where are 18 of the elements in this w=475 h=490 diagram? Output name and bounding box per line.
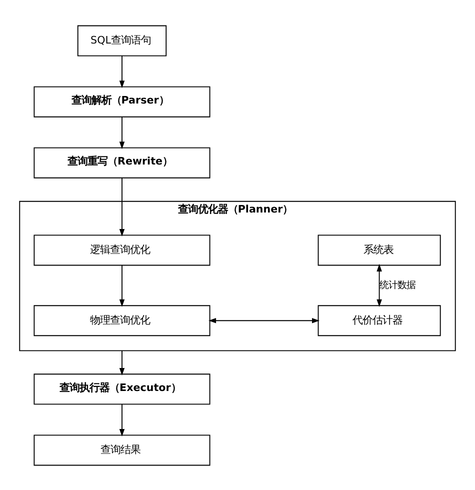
arrow [376,263,382,306]
arrow [208,318,320,323]
arrow [119,116,125,149]
node-box: 物理查询优化 [34,304,210,336]
node-box: SQL查询语句 [77,24,167,56]
node-box: 查询结果 [34,434,210,466]
arrow [119,55,125,88]
node-box: 代价估计器 [318,304,441,336]
arrow [119,350,125,376]
edge-label: 统计数据 [379,279,416,290]
node-box: 查询解析（Parser） [34,86,210,117]
node-box: 查询重写（Rewrite） [34,146,210,178]
node-box: 逻辑查询优化 [34,234,210,266]
node-box: 系统表 [318,234,441,266]
arrow [119,403,125,436]
node-box: 查询执行器（Executor） [34,373,210,404]
arrow [119,264,125,306]
arrow [119,176,125,236]
